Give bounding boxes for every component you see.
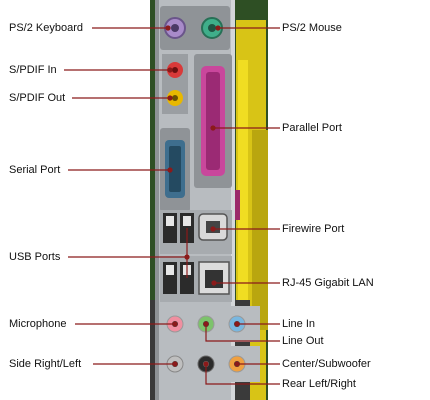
label-usb-ports: USB Ports [9,251,61,263]
usb-lan-block [160,256,232,302]
label-side-right-left: Side Right/Left [9,358,82,370]
label-center-subwoofer: Center/Subwoofer [282,358,371,370]
label-line-in: Line In [282,318,316,330]
parallel-port-graphic [194,54,232,188]
leader-lines [64,25,280,385]
leader-rear-left-right [205,364,280,385]
label-rj45-lan: RJ-45 Gigabit LAN [282,277,374,289]
label-parallel-port: Parallel Port [282,122,342,134]
leader-line-out [205,324,280,342]
serial-port-graphic [160,128,190,212]
label-ps2-keyboard: PS/2 Keyboard [9,22,83,34]
label-line-out: Line Out [282,335,324,347]
label-microphone: Microphone [9,318,67,330]
label-spdif-in: S/PDIF In [9,64,57,76]
usb-firewire-block [160,210,232,254]
rj45-port-graphic [198,261,230,295]
label-spdif-out: S/PDIF Out [9,92,66,104]
label-firewire-port: Firewire Port [282,223,345,235]
spdif-connectors [162,54,188,114]
label-rear-left-right: Rear Left/Right [282,378,356,390]
label-ps2-mouse: PS/2 Mouse [282,22,342,34]
label-serial-port: Serial Port [9,164,61,176]
